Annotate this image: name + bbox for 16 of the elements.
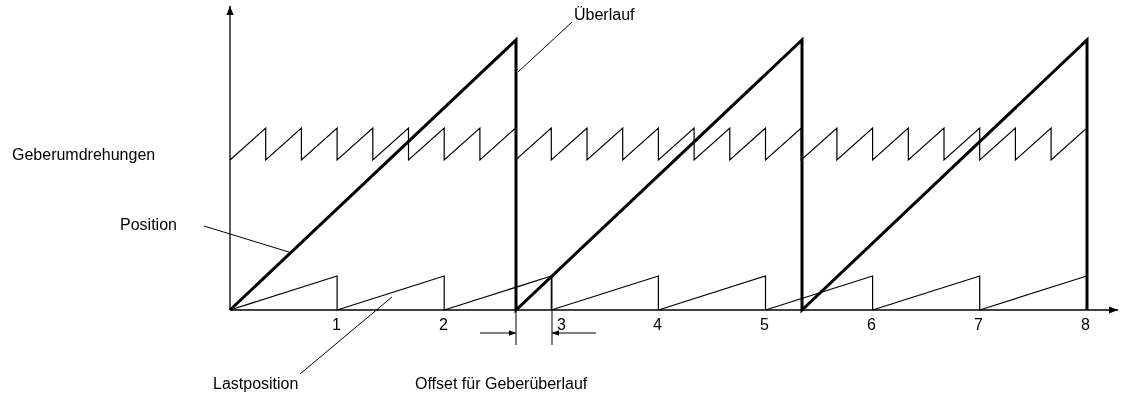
tick-label: 4 (653, 316, 662, 334)
tick-label: 6 (867, 316, 876, 334)
callout-label: Position (120, 216, 177, 234)
leader-line (203, 225, 293, 254)
callout-label: Überlauf (574, 6, 635, 24)
tick-label: 1 (332, 316, 341, 334)
tick-label: 5 (760, 316, 769, 334)
tick-label: 2 (439, 316, 448, 334)
tick-label: 7 (974, 316, 983, 334)
tick-label: 8 (1081, 316, 1090, 334)
axis-label: Geberumdrehungen (12, 146, 156, 164)
leader-line (517, 21, 573, 73)
dimension-label: Offset für Geberüberlauf (415, 375, 588, 393)
leader-line (299, 296, 393, 375)
callout-label: Lastposition (213, 375, 299, 393)
tick-label: 3 (557, 316, 566, 334)
